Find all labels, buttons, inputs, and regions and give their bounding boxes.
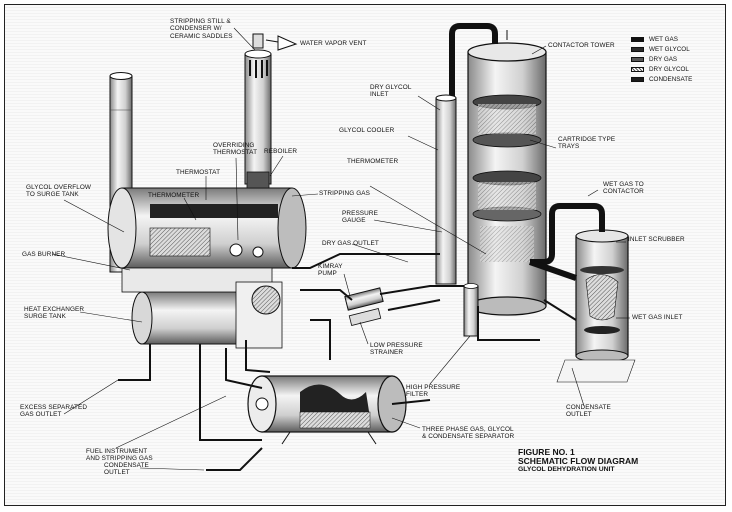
label-fuel-instrument: FUEL INSTRUMENT AND STRIPPING GAS bbox=[86, 448, 153, 463]
legend-item-wet-glycol: WET GLYCOL bbox=[631, 44, 711, 54]
label-cartridge-trays: CARTRIDGE TYPE TRAYS bbox=[558, 136, 616, 151]
label-gas-burner: GAS BURNER bbox=[22, 251, 66, 258]
process-piping bbox=[118, 253, 577, 471]
label-dry-gas-outlet: DRY GAS OUTLET bbox=[322, 240, 379, 247]
label-low-pressure-strainer: LOW PRESSURE STRAINER bbox=[370, 342, 423, 357]
label-thermometer-left: THERMOMETER bbox=[148, 192, 200, 199]
three-phase-separator bbox=[247, 375, 407, 445]
label-high-pressure-filter: HIGH PRESSURE FILTER bbox=[406, 384, 461, 399]
legend-swatch bbox=[631, 46, 644, 52]
overhead-gas-pipe bbox=[449, 23, 498, 100]
label-pressure-gauge: PRESSURE GAUGE bbox=[342, 210, 378, 225]
legend-item-dry-glycol: DRY GLYCOL bbox=[631, 64, 711, 74]
inlet-scrubber bbox=[556, 229, 636, 383]
glycol-cooler bbox=[435, 94, 457, 285]
wet-gas-to-contactor-pipe bbox=[529, 203, 605, 281]
caption-figure-number: FIGURE NO. 1 bbox=[518, 447, 575, 457]
legend-swatch bbox=[631, 56, 644, 62]
legend-item-wet-gas: WET GAS bbox=[631, 34, 711, 44]
legend-label: CONDENSATE bbox=[649, 75, 693, 83]
contactor-tower bbox=[467, 30, 547, 316]
label-excess-separated-gas: EXCESS SEPARATED GAS OUTLET bbox=[20, 404, 88, 419]
figure-caption: FIGURE NO. 1 SCHEMATIC FLOW DIAGRAM GLYC… bbox=[518, 448, 638, 474]
label-stripping-still: STRIPPING STILL & CONDENSER W/ CERAMIC S… bbox=[170, 18, 233, 40]
vent-arrow bbox=[265, 35, 298, 51]
legend-label: DRY GAS bbox=[649, 55, 678, 63]
leader-lines bbox=[51, 27, 630, 471]
caption-title: SCHEMATIC FLOW DIAGRAM bbox=[518, 456, 639, 466]
legend-label: WET GLYCOL bbox=[649, 45, 690, 53]
label-stripping-gas: STRIPPING GAS bbox=[319, 190, 371, 197]
legend-label: DRY GLYCOL bbox=[649, 65, 689, 73]
label-overriding-thermostat: OVERRIDING THERMOSTAT bbox=[213, 142, 258, 157]
high-pressure-filter bbox=[463, 283, 479, 337]
legend: WET GAS WET GLYCOL DRY GAS DRY GLYCOL CO… bbox=[631, 34, 711, 84]
label-inlet-scrubber: INLET SCRUBBER bbox=[628, 236, 685, 243]
label-condensate-outlet-right: CONDENSATE OUTLET bbox=[566, 404, 611, 419]
label-glycol-cooler: GLYCOL COOLER bbox=[339, 127, 395, 134]
label-wet-gas-to-contactor: WET GAS TO CONTACTOR bbox=[603, 181, 644, 196]
caption-subtitle: GLYCOL DEHYDRATION UNIT bbox=[518, 466, 615, 473]
label-contactor-tower: CONTACTOR TOWER bbox=[548, 42, 615, 49]
kimray-pump bbox=[344, 287, 384, 326]
label-kimray-pump: KIMRAY PUMP bbox=[318, 263, 343, 278]
label-thermostat: THERMOSTAT bbox=[176, 169, 221, 176]
label-thermometer-right: THERMOMETER bbox=[347, 158, 399, 165]
label-reboiler: REBOILER bbox=[264, 148, 298, 155]
legend-swatch bbox=[631, 36, 644, 42]
label-condensate-outlet-bottom: CONDENSATE OUTLET bbox=[104, 462, 149, 477]
reboiler-vessel bbox=[107, 187, 307, 269]
label-heat-exchanger: HEAT EXCHANGER SURGE TANK bbox=[24, 306, 85, 321]
legend-item-dry-gas: DRY GAS bbox=[631, 54, 711, 64]
label-water-vapor-vent: WATER VAPOR VENT bbox=[300, 40, 367, 47]
heat-exchanger-surge-tank bbox=[121, 267, 283, 349]
label-three-phase-separator: THREE PHASE GAS, GLYCOL & CONDENSATE SEP… bbox=[422, 426, 515, 441]
legend-label: WET GAS bbox=[649, 35, 678, 43]
legend-item-condensate: CONDENSATE bbox=[631, 74, 711, 84]
label-wet-gas-inlet: WET GAS INLET bbox=[632, 314, 683, 321]
label-glycol-overflow: GLYCOL OVERFLOW TO SURGE TANK bbox=[26, 184, 92, 199]
legend-swatch bbox=[631, 76, 644, 82]
legend-swatch bbox=[631, 66, 644, 72]
label-dry-glycol-inlet: DRY GLYCOL INLET bbox=[370, 84, 412, 99]
stripping-still bbox=[244, 33, 272, 189]
